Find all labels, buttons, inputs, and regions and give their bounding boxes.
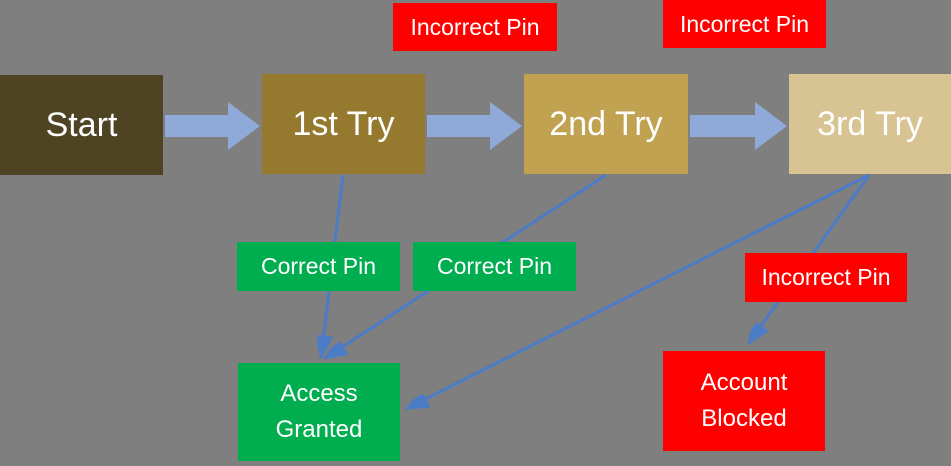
block-arrow-icon — [427, 102, 522, 150]
block-arrow-icon — [165, 102, 260, 150]
flow-arrow-try1-to-try2 — [427, 102, 522, 150]
label-correct-pin-1-text: Correct Pin — [260, 253, 377, 279]
node-third-try-label: 3rd Try — [817, 104, 923, 143]
label-correct-pin-2: Correct Pin — [413, 242, 576, 291]
node-first-try-label: 1st Try — [292, 104, 395, 143]
node-access-granted: Access Granted — [238, 363, 400, 461]
block-arrow-icon — [690, 102, 787, 150]
node-second-try: 2nd Try — [524, 74, 688, 174]
label-incorrect-pin-2-text: Incorrect Pin — [679, 10, 810, 37]
label-incorrect-pin-3-text: Incorrect Pin — [761, 264, 891, 290]
label-incorrect-pin-2: Incorrect Pin — [663, 0, 826, 48]
label-incorrect-pin-1-text: Incorrect Pin — [410, 13, 540, 40]
label-correct-pin-1: Correct Pin — [237, 242, 400, 291]
edge-try3-to-access-granted — [405, 173, 870, 411]
node-account-blocked-label: Account Blocked — [700, 369, 788, 432]
label-incorrect-pin-1: Incorrect Pin — [393, 3, 557, 51]
label-incorrect-pin-3: Incorrect Pin — [745, 253, 907, 302]
flow-arrow-start-to-try1 — [165, 102, 260, 150]
node-start: Start — [0, 75, 163, 175]
node-first-try: 1st Try — [262, 74, 425, 174]
node-second-try-label: 2nd Try — [549, 104, 663, 143]
node-account-blocked: Account Blocked — [663, 351, 825, 451]
flow-arrow-try2-to-try3 — [690, 102, 787, 150]
node-start-label: Start — [45, 105, 118, 144]
label-correct-pin-2-text: Correct Pin — [436, 253, 553, 279]
node-access-granted-label: Access Granted — [275, 380, 363, 443]
node-third-try: 3rd Try — [789, 74, 951, 174]
